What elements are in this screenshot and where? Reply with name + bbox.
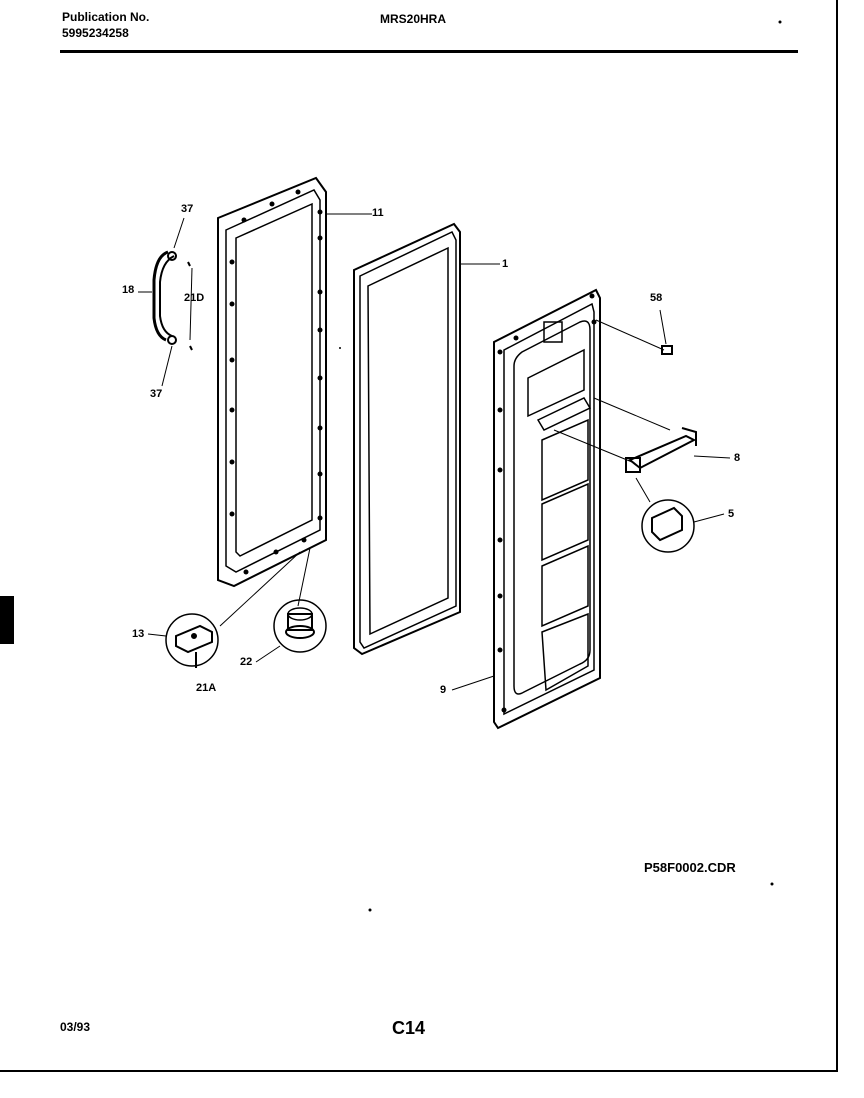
page-edge-mark — [0, 596, 14, 644]
callout-18: 18 — [122, 284, 135, 296]
retainer-5-drawing — [635, 477, 725, 553]
page-number: C14 — [392, 1018, 426, 1038]
shelf-bar-drawing — [553, 397, 731, 473]
page-border-bottom — [0, 1070, 838, 1072]
callout-37-top: 37 — [181, 203, 194, 215]
screw-58-drawing — [595, 309, 673, 355]
callout-9: 9 — [440, 684, 447, 696]
callout-1: 1 — [502, 258, 509, 270]
callout-5: 5 — [728, 508, 735, 520]
door-handle-drawing — [138, 217, 193, 387]
bushing-drawing — [255, 599, 327, 663]
callout-13: 13 — [132, 628, 145, 640]
header-rule — [60, 50, 798, 53]
door-gasket-drawing — [353, 222, 500, 656]
callout-21d: 21D — [184, 292, 205, 304]
outer-door-panel-drawing — [217, 176, 372, 627]
page-border-right — [836, 0, 838, 1072]
model-number: MRS20HRA — [380, 12, 447, 26]
inner-door-liner-drawing — [451, 288, 601, 730]
callout-37-bottom: 37 — [150, 388, 163, 400]
callout-8: 8 — [734, 452, 741, 464]
publication-number: 5995234258 — [62, 26, 129, 40]
callout-22: 22 — [240, 656, 253, 668]
publication-label: Publication No. — [62, 10, 150, 24]
callout-11: 11 — [372, 207, 384, 219]
revision-date: 03/93 — [60, 1020, 91, 1034]
hinge-bracket-drawing — [147, 613, 219, 668]
drawing-file-code: P58F0002.CDR — [644, 860, 736, 875]
callout-21a: 21A — [196, 682, 217, 694]
callout-58: 58 — [650, 292, 663, 304]
